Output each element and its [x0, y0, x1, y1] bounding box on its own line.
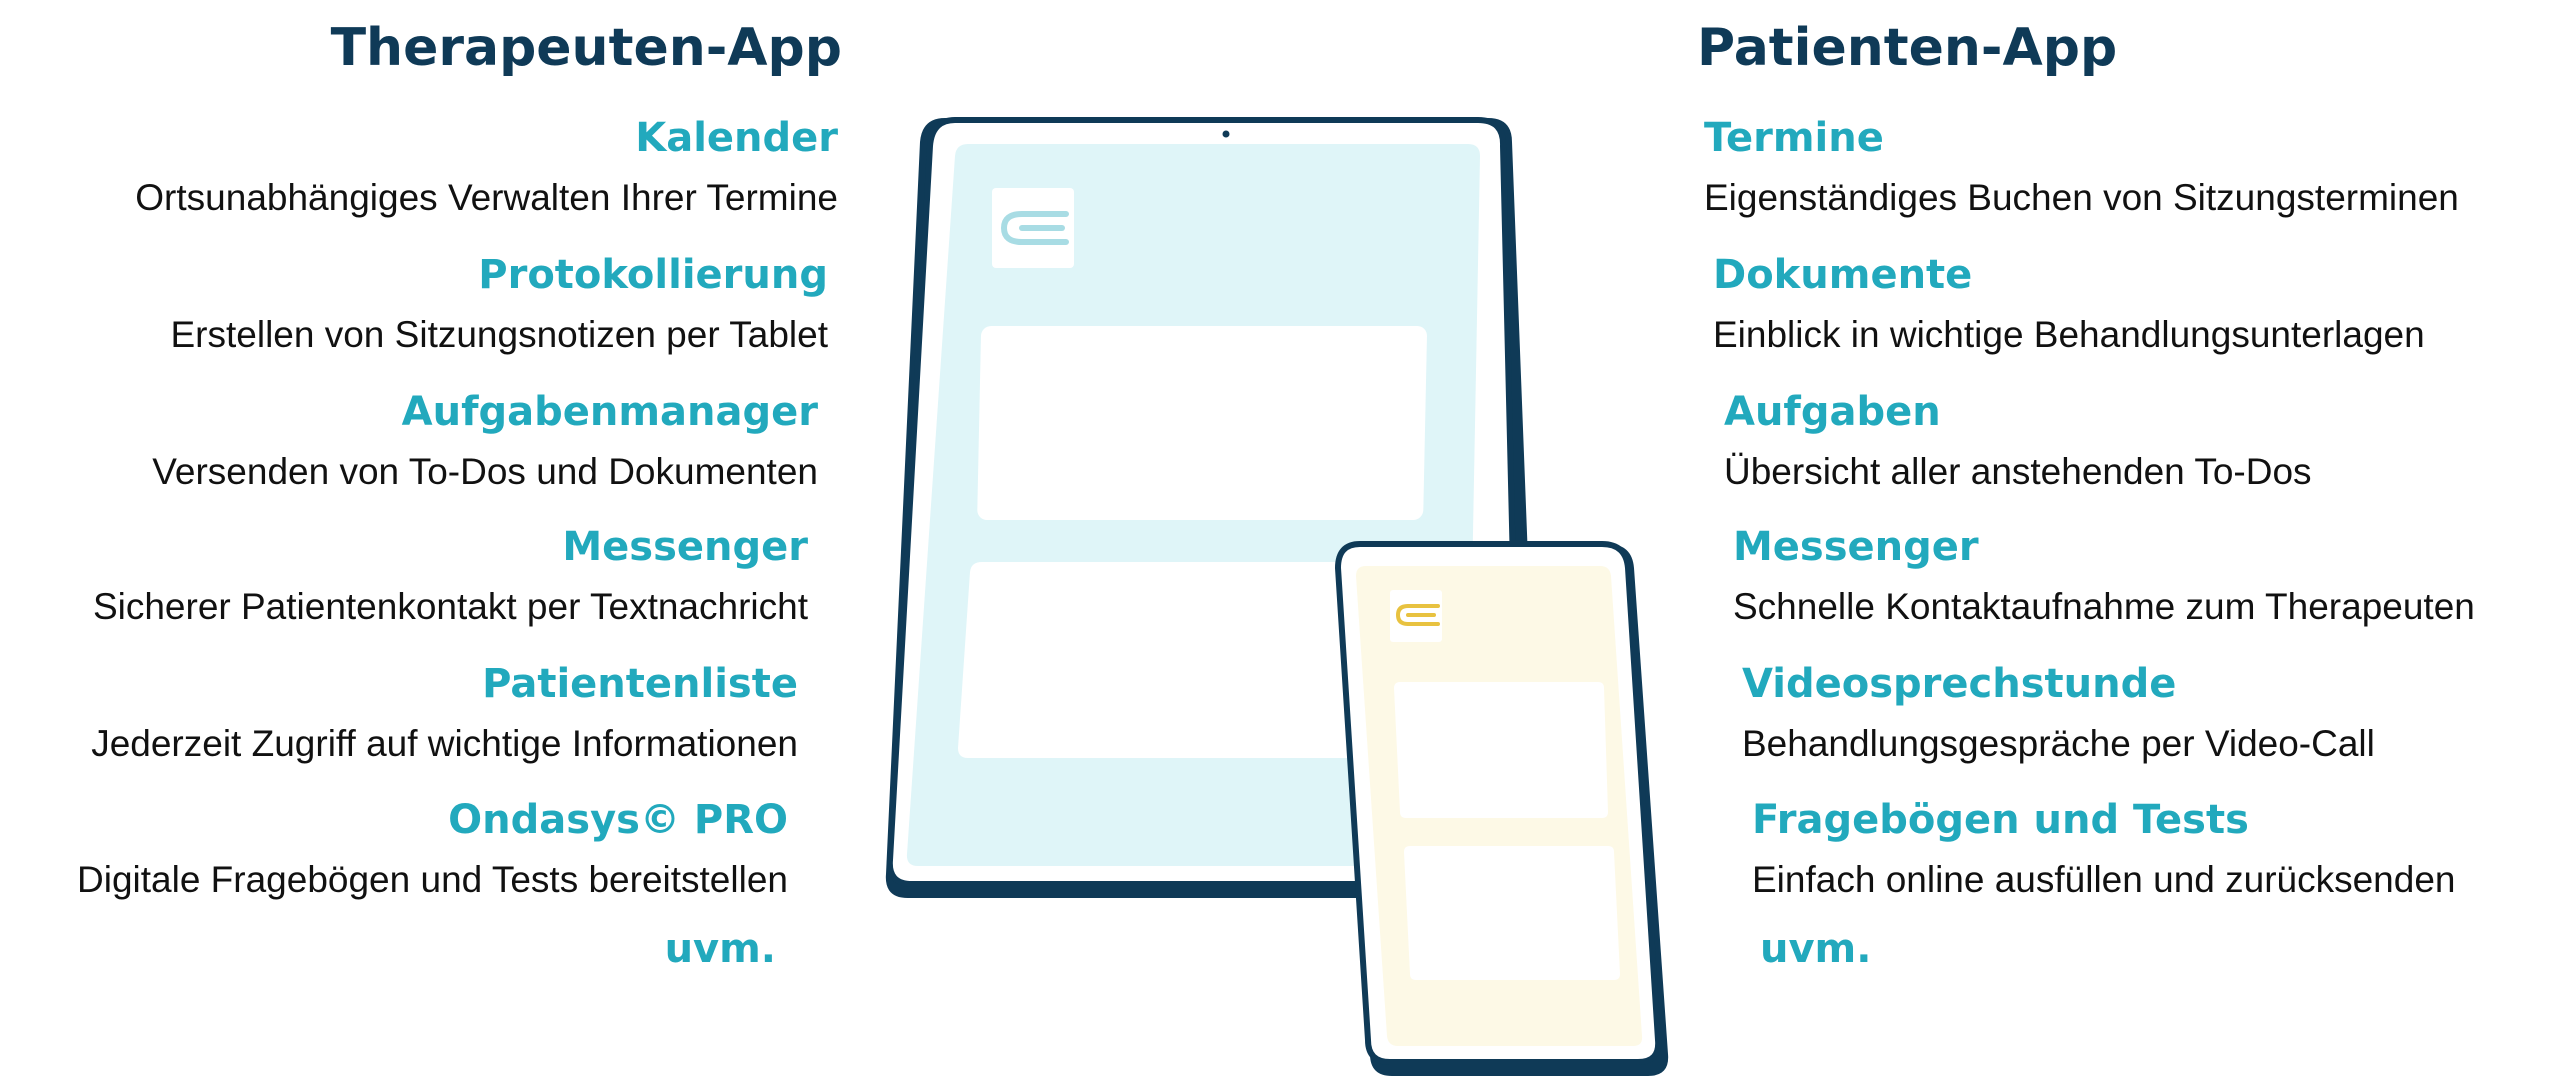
- therapist-feature-ondasys-pro: Ondasys© PRO Digitale Fragebögen und Tes…: [77, 800, 788, 898]
- feature-description: Sicherer Patientenkontakt per Textnachri…: [92, 586, 808, 627]
- feature-title: Dokumente: [1713, 252, 1973, 298]
- therapist-feature-protocol: Protokollierung Erstellen von Sitzungsno…: [171, 255, 829, 353]
- tablet-content-card: [977, 326, 1427, 520]
- therapist-feature-calendar: Kalender Ortsunabhängiges Verwalten Ihre…: [135, 118, 838, 216]
- feature-title: Videosprechstunde: [1742, 661, 2177, 707]
- tablet-content-card: [958, 562, 1380, 758]
- feature-title: Aufgaben: [1724, 389, 1941, 435]
- feature-title: Ondasys© PRO: [448, 797, 788, 843]
- feature-description: Jederzeit Zugriff auf wichtige Informati…: [91, 723, 798, 764]
- patient-feature-video-consultation: Videosprechstunde Behandlungsgespräche p…: [1742, 664, 2375, 762]
- feature-description: Erstellen von Sitzungsnotizen per Tablet: [170, 314, 829, 355]
- therapist-feature-patient-list: Patientenliste Jederzeit Zugriff auf wic…: [91, 664, 798, 762]
- feature-description: Einblick in wichtige Behandlungsunterlag…: [1713, 314, 2425, 355]
- feature-description: Digitale Fragebögen und Tests bereitstel…: [77, 859, 788, 900]
- feature-description: Behandlungsgespräche per Video-Call: [1742, 723, 2375, 764]
- phone-content-card: [1394, 682, 1608, 818]
- feature-description: Ortsunabhängiges Verwalten Ihrer Termine: [135, 177, 838, 218]
- feature-title: Messenger: [1733, 524, 1979, 570]
- feature-description: Übersicht aller anstehenden To-Dos: [1724, 451, 2312, 492]
- feature-title: Protokollierung: [478, 252, 828, 298]
- tablet-device: [885, 117, 1540, 898]
- app-logo-icon: [1000, 211, 1069, 245]
- app-logo-icon: [1395, 604, 1440, 626]
- feature-description: Einfach online ausfüllen und zurücksende…: [1752, 859, 2456, 900]
- tablet-camera: [1222, 130, 1230, 138]
- patient-feature-messenger: Messenger Schnelle Kontaktaufnahme zum T…: [1733, 527, 2475, 625]
- feature-title: Patientenliste: [482, 661, 798, 707]
- patient-feature-appointments: Termine Eigenständiges Buchen von Sitzun…: [1704, 118, 2459, 216]
- feature-title: Messenger: [562, 524, 808, 570]
- therapist-feature-task-manager: Aufgabenmanager Versenden von To-Dos und…: [152, 392, 818, 490]
- patient-more-label: uvm.: [1760, 926, 1872, 972]
- phone-content-card: [1404, 846, 1620, 980]
- patient-feature-tasks: Aufgaben Übersicht aller anstehenden To-…: [1724, 392, 2312, 490]
- therapist-feature-messenger: Messenger Sicherer Patientenkontakt per …: [93, 527, 808, 625]
- feature-title: Termine: [1704, 115, 1884, 161]
- feature-title: Aufgabenmanager: [401, 389, 818, 435]
- feature-description: Schnelle Kontaktaufnahme zum Therapeuten: [1733, 586, 2475, 627]
- therapist-app-title: Therapeuten-App: [330, 18, 842, 78]
- feature-title: Kalender: [635, 115, 838, 161]
- patient-app-title: Patienten-App: [1697, 18, 2118, 78]
- feature-description: Eigenständiges Buchen von Sitzungstermin…: [1704, 177, 2459, 218]
- feature-title: Fragebögen und Tests: [1752, 797, 2249, 843]
- patient-feature-documents: Dokumente Einblick in wichtige Behandlun…: [1713, 255, 2425, 353]
- therapist-more-label: uvm.: [664, 926, 776, 972]
- phone-device: [1334, 541, 1669, 1076]
- patient-feature-questionnaires: Fragebögen und Tests Einfach online ausf…: [1752, 800, 2456, 898]
- feature-description: Versenden von To-Dos und Dokumenten: [152, 451, 818, 492]
